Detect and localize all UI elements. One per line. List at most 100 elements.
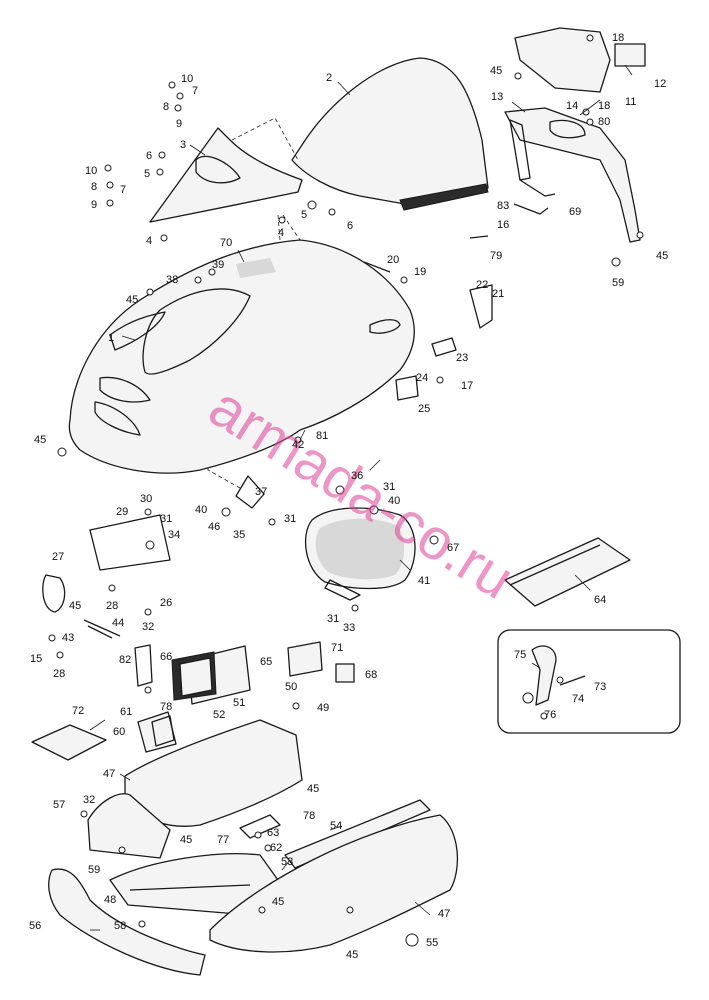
callout-29: 29 [116, 506, 128, 518]
callout-45: 45 [126, 294, 138, 306]
callout-19: 19 [414, 266, 426, 278]
callout-76: 76 [544, 709, 556, 721]
callout-27: 27 [52, 551, 64, 563]
callout-65: 65 [260, 656, 272, 668]
callout-11: 11 [625, 96, 636, 108]
callout-23: 23 [456, 352, 468, 364]
hardware [42, 34, 644, 947]
callout-14: 14 [566, 100, 578, 112]
callout-49: 49 [317, 702, 329, 714]
callout-10: 10 [181, 73, 193, 85]
callout-46: 46 [208, 521, 220, 533]
callout-80: 80 [598, 116, 610, 128]
headlight [304, 507, 416, 601]
callout-15: 15 [30, 653, 42, 665]
callout-40: 40 [388, 495, 400, 507]
callout-45: 45 [34, 434, 46, 446]
callout-45: 45 [307, 783, 319, 795]
callout-57: 57 [53, 799, 65, 811]
callout-53: 53 [281, 856, 293, 868]
callout-75: 75 [514, 649, 526, 661]
front-trim [149, 127, 303, 223]
callout-4: 4 [146, 235, 152, 247]
callout-62: 62 [270, 842, 282, 854]
callout-45: 45 [180, 834, 192, 846]
callout-63: 63 [267, 827, 279, 839]
callout-5: 5 [301, 209, 307, 221]
callout-6: 6 [146, 150, 152, 162]
callout-31: 31 [284, 513, 296, 525]
callout-45: 45 [69, 600, 81, 612]
callout-4: 4 [278, 227, 284, 239]
callout-55: 55 [426, 937, 438, 949]
callout-59: 59 [612, 277, 624, 289]
callout-77: 77 [217, 834, 229, 846]
windshield [291, 57, 489, 211]
callout-9: 9 [91, 199, 97, 211]
callout-56: 56 [29, 920, 41, 932]
callout-70: 70 [220, 237, 232, 249]
callout-36: 36 [351, 470, 363, 482]
callout-69: 69 [569, 206, 581, 218]
callout-7: 7 [192, 85, 198, 97]
bracket-inset [497, 629, 681, 734]
callout-21: 21 [492, 288, 504, 300]
callout-18: 18 [598, 100, 610, 112]
callout-33: 33 [343, 622, 355, 634]
callout-74: 74 [572, 693, 584, 705]
callout-83: 83 [497, 200, 509, 212]
callout-labels: 1 2 3 4 4 5 5 6 6 7 7 8 8 9 9 10 10 11 1… [29, 32, 668, 961]
callout-22: 22 [476, 279, 488, 291]
callout-72: 72 [72, 705, 84, 717]
callout-54: 54 [330, 820, 342, 832]
console-bar [504, 537, 631, 607]
callout-68: 68 [365, 669, 377, 681]
callout-6: 6 [347, 220, 353, 232]
callout-8: 8 [163, 101, 169, 113]
callout-40: 40 [195, 504, 207, 516]
callout-79: 79 [490, 250, 502, 262]
callout-31: 31 [383, 481, 395, 493]
callout-52: 52 [213, 709, 225, 721]
callout-78: 78 [303, 810, 315, 822]
callout-24: 24 [416, 372, 428, 384]
callout-13: 13 [491, 91, 503, 103]
callout-67: 67 [447, 542, 459, 554]
callout-50: 50 [285, 681, 297, 693]
callout-8: 8 [91, 181, 97, 193]
callout-61: 61 [120, 706, 132, 718]
callout-20: 20 [387, 254, 399, 266]
callout-26: 26 [160, 597, 172, 609]
callout-64: 64 [594, 594, 606, 606]
callout-45: 45 [490, 65, 502, 77]
callout-45: 45 [346, 949, 358, 961]
callout-39: 39 [212, 259, 224, 271]
callout-58: 58 [114, 920, 126, 932]
callout-47: 47 [103, 768, 115, 780]
callout-31: 31 [327, 613, 339, 625]
callout-81: 81 [316, 430, 328, 442]
hood [68, 239, 415, 474]
lower-body [48, 711, 459, 976]
callout-82: 82 [119, 654, 131, 666]
callout-45: 45 [272, 896, 284, 908]
callout-51: 51 [233, 697, 245, 709]
callout-28: 28 [53, 668, 65, 680]
small-panels [31, 641, 355, 761]
callout-12: 12 [654, 78, 666, 90]
callout-2: 2 [326, 72, 332, 84]
callout-78: 78 [160, 701, 172, 713]
callout-44: 44 [112, 617, 124, 629]
callout-60: 60 [113, 726, 125, 738]
callout-30: 30 [140, 493, 152, 505]
callout-41: 41 [418, 575, 430, 587]
callout-31: 31 [160, 513, 172, 525]
callout-38: 38 [166, 274, 178, 286]
callout-25: 25 [418, 403, 430, 415]
callout-66: 66 [160, 651, 172, 663]
callout-42: 42 [292, 439, 304, 451]
callout-43: 43 [62, 632, 74, 644]
callout-73: 73 [594, 681, 606, 693]
callout-3: 3 [180, 139, 186, 151]
